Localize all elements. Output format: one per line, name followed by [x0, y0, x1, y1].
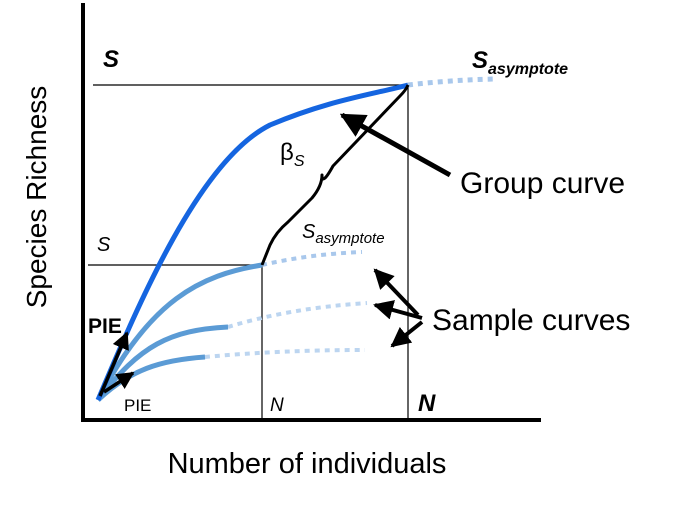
group-curve-arrow: [339, 112, 452, 178]
pie-label-group: PIE: [88, 315, 122, 338]
sample-curves-label: Sample curves: [432, 304, 630, 337]
s-label-sample: S: [97, 234, 111, 256]
group-curve: [95, 82, 409, 401]
y-axis-title: Species Richness: [21, 86, 52, 309]
pie-label-sample: PIE: [124, 396, 151, 415]
x-axis-title: Number of individuals: [168, 448, 447, 480]
group-extrapolation: [407, 76, 496, 88]
sample-1-extrapolation: [261, 250, 363, 267]
n-label-sample: N: [270, 395, 284, 416]
s-asymptote-sample-label: Sasymptote: [302, 221, 385, 247]
s-label-top: S: [103, 46, 119, 73]
sample-curve-1: [95, 262, 263, 402]
sample-arrow-1: [373, 268, 420, 317]
pie-arrow-group: [98, 331, 129, 397]
group-curve-label: Group curve: [460, 167, 625, 200]
sample-2-extrapolation: [227, 301, 368, 329]
sample-curve-2: [96, 324, 229, 402]
pie-arrow-sample: [103, 371, 135, 394]
sample-arrow-2: [373, 300, 423, 320]
n-label-group: N: [418, 390, 436, 417]
beta-brace: [260, 84, 410, 266]
s-asymptote-top-label: Sasymptote: [472, 47, 568, 78]
sample-arrow-3: [390, 320, 424, 348]
beta-s-label: βS: [280, 139, 305, 170]
sample-3-extrapolation: [204, 348, 366, 359]
